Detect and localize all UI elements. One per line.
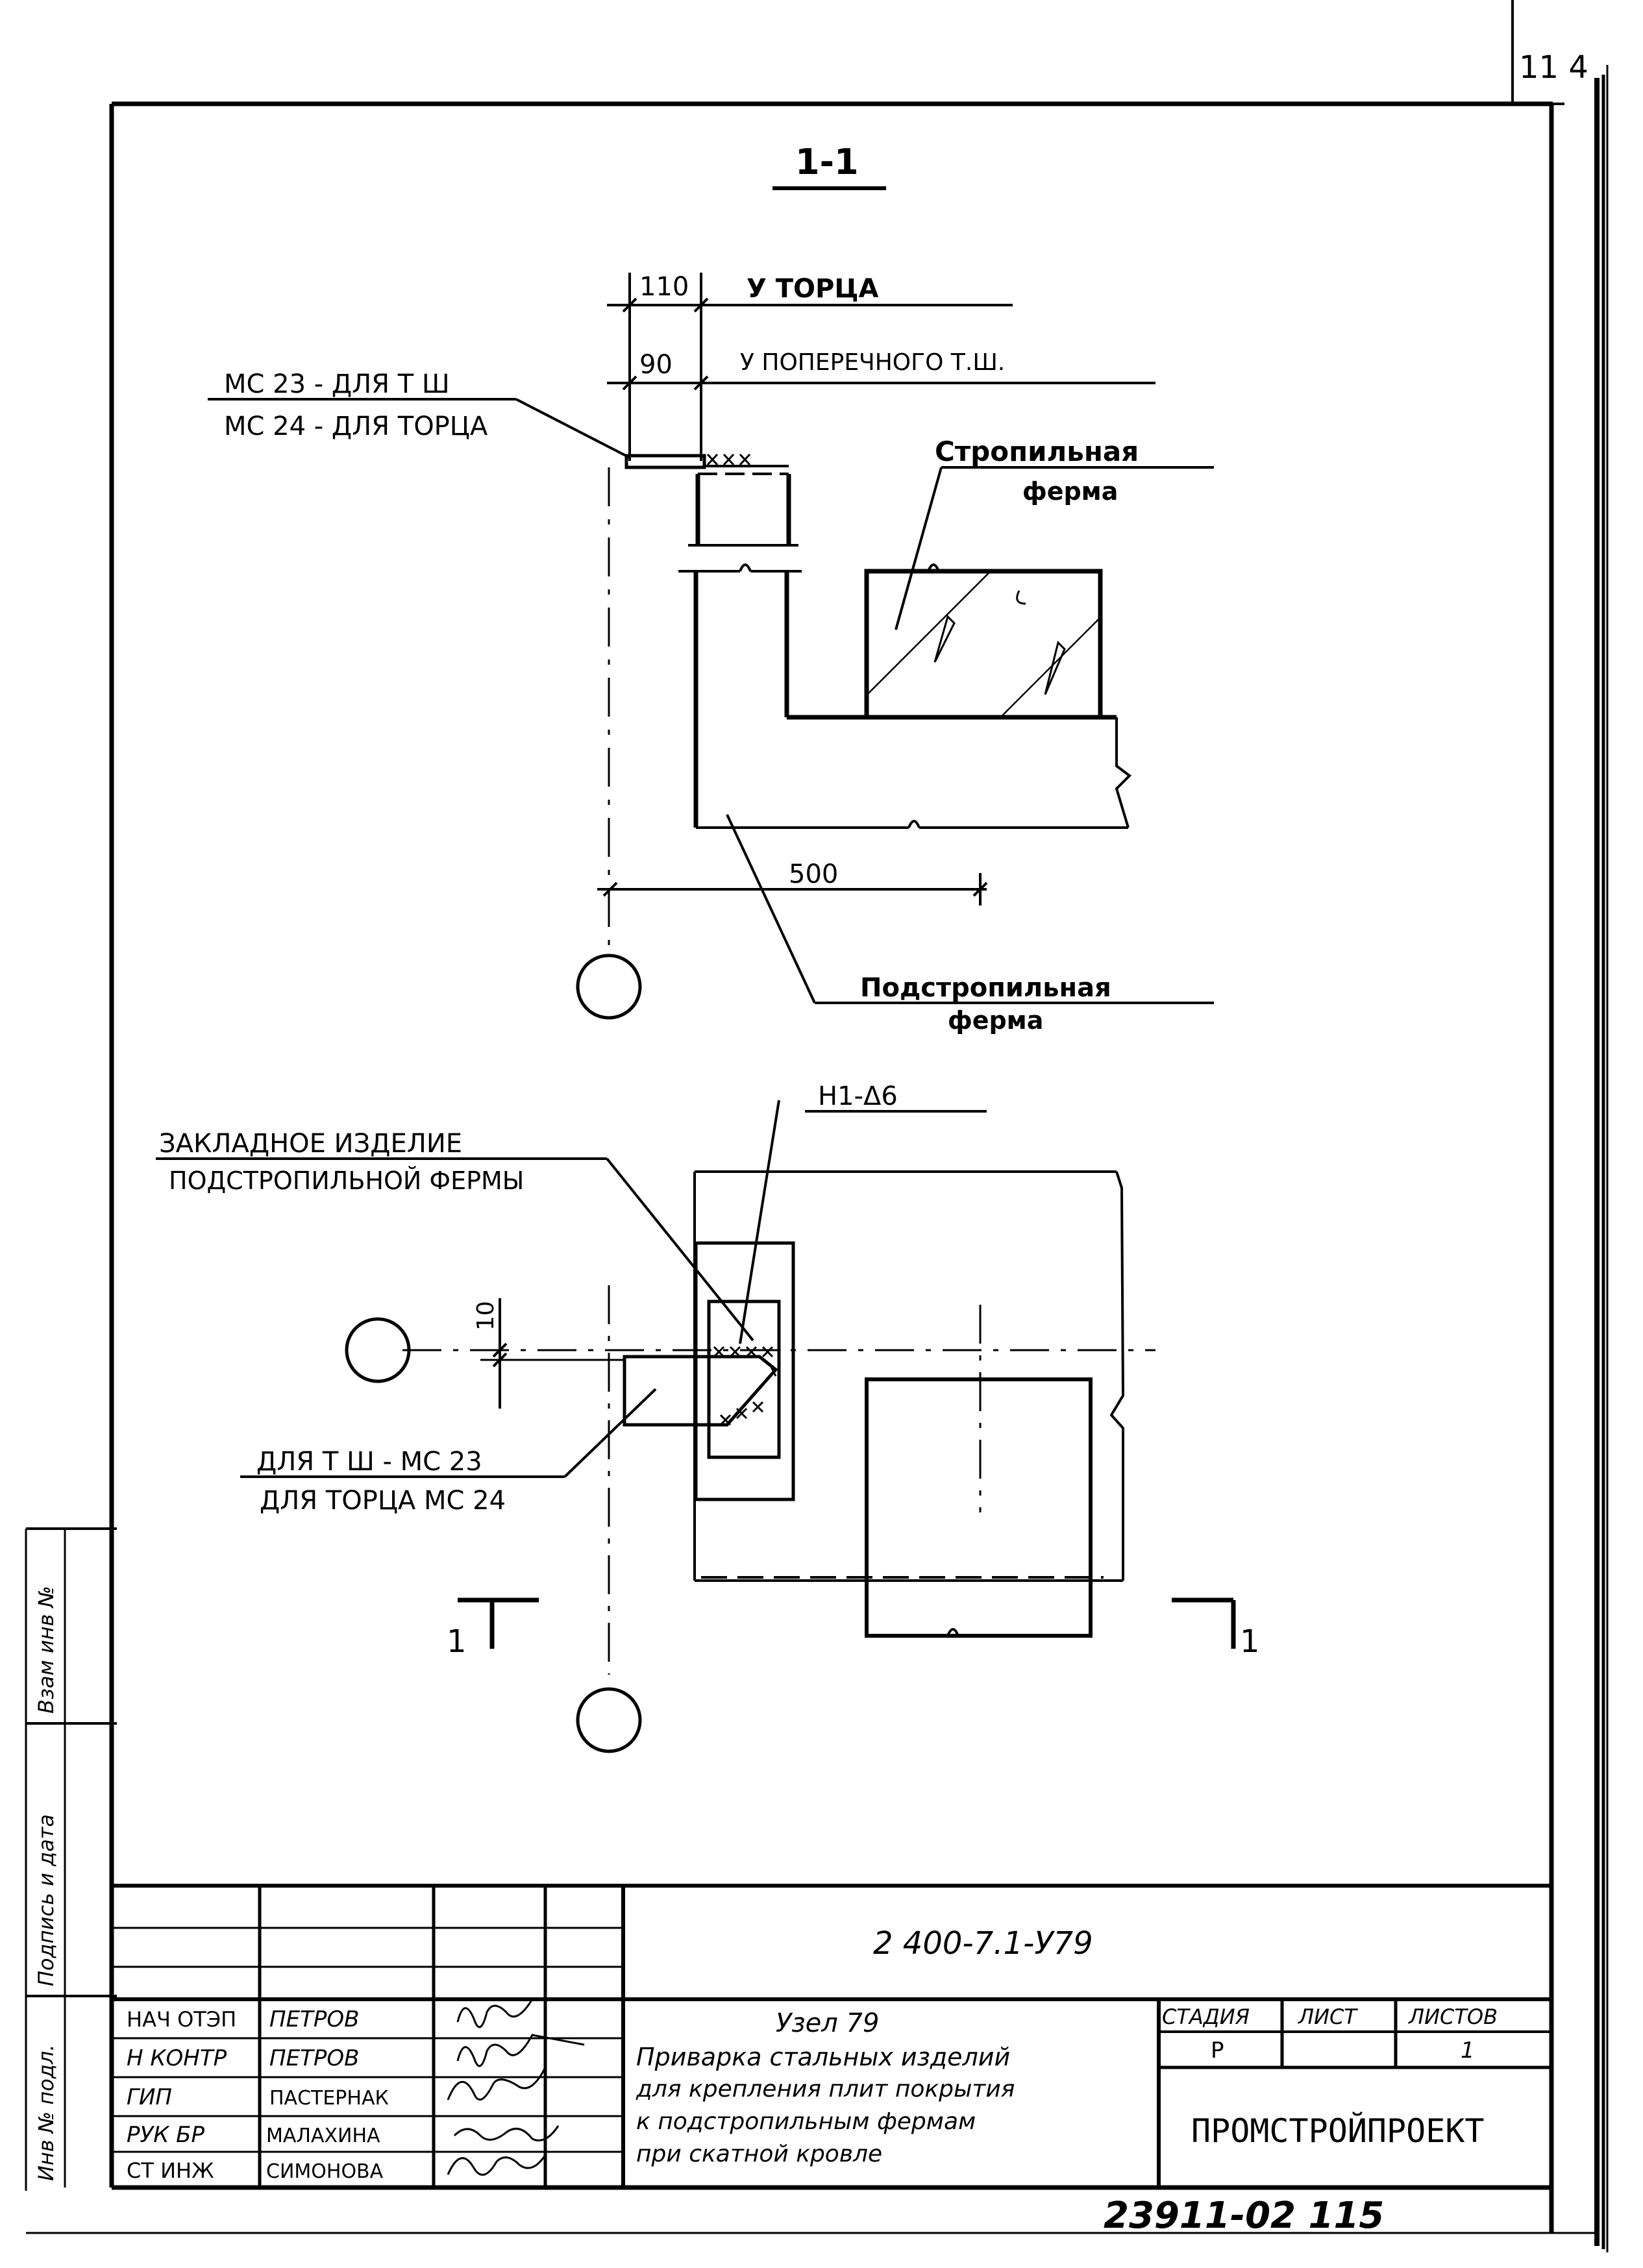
- label-mc24: МС 24 - ДЛЯ ТОРЦА: [224, 412, 488, 441]
- role-1: НАЧ ОТЭП: [127, 2007, 236, 2032]
- name-3: ПАСТЕРНАК: [269, 2087, 389, 2110]
- name-4: МАЛАХИНА: [266, 2125, 380, 2147]
- cut-label-right: 1: [1240, 1623, 1260, 1660]
- label-mc23: МС 23 - ДЛЯ Т Ш: [224, 369, 450, 399]
- label-at-end: У ТОРЦА: [747, 274, 878, 304]
- organization-name: ПРОМСТРОЙПРОЕКТ: [1191, 2112, 1485, 2150]
- corner-sheet-number: 11 4: [1519, 49, 1588, 86]
- label-rafter-truss-2: ферма: [1022, 477, 1118, 506]
- dim-500: 500: [789, 859, 838, 889]
- label-rafter-truss-1: Стропильная: [935, 436, 1139, 467]
- sheet-frame: [26, 0, 1609, 2252]
- stamp-vzam-inv: Взам инв №: [34, 1586, 58, 1714]
- title-line-1: Узел 79: [776, 2008, 879, 2038]
- plan-view: [156, 1100, 1236, 1753]
- sheet-header: ЛИСТ: [1298, 2004, 1358, 2029]
- role-2: Н КОНТР: [127, 2045, 227, 2071]
- sheets-value: 1: [1461, 2038, 1475, 2064]
- title-block: [112, 1884, 1551, 2188]
- role-4: РУК БР: [127, 2122, 204, 2148]
- label-subrafter-truss-2: ферма: [948, 1006, 1043, 1035]
- name-1: ПЕТРОВ: [269, 2006, 359, 2032]
- dim-110: 110: [639, 272, 689, 302]
- role-5: СТ ИНЖ: [127, 2158, 214, 2183]
- doc-code: 2 400-7.1-У79: [873, 1925, 1093, 1962]
- side-stamp: [25, 1527, 117, 2191]
- title-line-2: Приварка стальных изделий: [636, 2043, 1010, 2071]
- stage-value: Р: [1211, 2038, 1224, 2064]
- section-1-1: [208, 273, 1214, 1020]
- stage-header: СТАДИЯ: [1162, 2004, 1250, 2029]
- cut-label-left: 1: [447, 1623, 467, 1660]
- dim-10: 10: [473, 1301, 499, 1331]
- name-5: СИМОНОВА: [266, 2160, 384, 2183]
- section-title: 1-1: [795, 142, 859, 182]
- title-line-3: для крепления плит покрытия: [636, 2076, 1015, 2102]
- title-line-4: к подстропильным фермам: [636, 2108, 976, 2135]
- weld-label: Н1-Δ6: [818, 1081, 898, 1111]
- title-line-5: при скатной кровле: [636, 2141, 882, 2167]
- label-for-torets: ДЛЯ ТОРЦА МС 24: [260, 1486, 506, 1516]
- sheets-header: ЛИСТОВ: [1408, 2004, 1498, 2029]
- name-2: ПЕТРОВ: [269, 2045, 359, 2071]
- stamp-inv-podl: Инв № подл.: [34, 2044, 58, 2181]
- label-subrafter-truss-1: Подстропильная: [860, 973, 1111, 1003]
- stamp-podpis-data: Подпись и дата: [34, 1814, 58, 1986]
- role-3: ГИП: [127, 2084, 172, 2110]
- label-for-ts: ДЛЯ Т Ш - МС 23: [256, 1447, 482, 1477]
- label-embedded-2: ПОДСТРОПИЛЬНОЙ ФЕРМЫ: [169, 1166, 524, 1195]
- bottom-number: 23911-02 115: [1104, 2195, 1384, 2237]
- dim-90: 90: [639, 350, 673, 380]
- label-embedded-1: ЗАКЛАДНОЕ ИЗДЕЛИЕ: [159, 1129, 462, 1159]
- label-at-transverse-joint: У ПОПЕРЕЧНОГО Т.Ш.: [740, 349, 1005, 376]
